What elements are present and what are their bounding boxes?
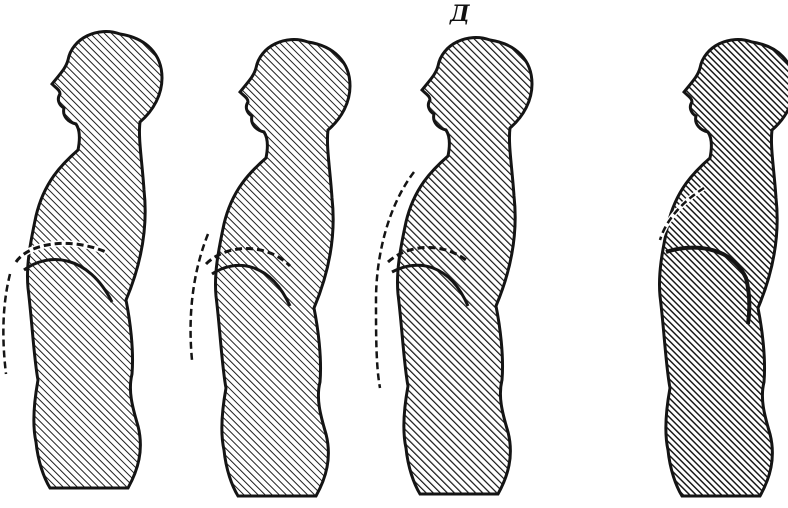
figure-1 [3,32,162,488]
abdomen-dashed-outline [191,234,208,360]
figure-2 [191,40,350,496]
figure-label-3: Д [450,3,470,25]
figure-4 [659,40,788,496]
figure-3 [376,38,532,494]
